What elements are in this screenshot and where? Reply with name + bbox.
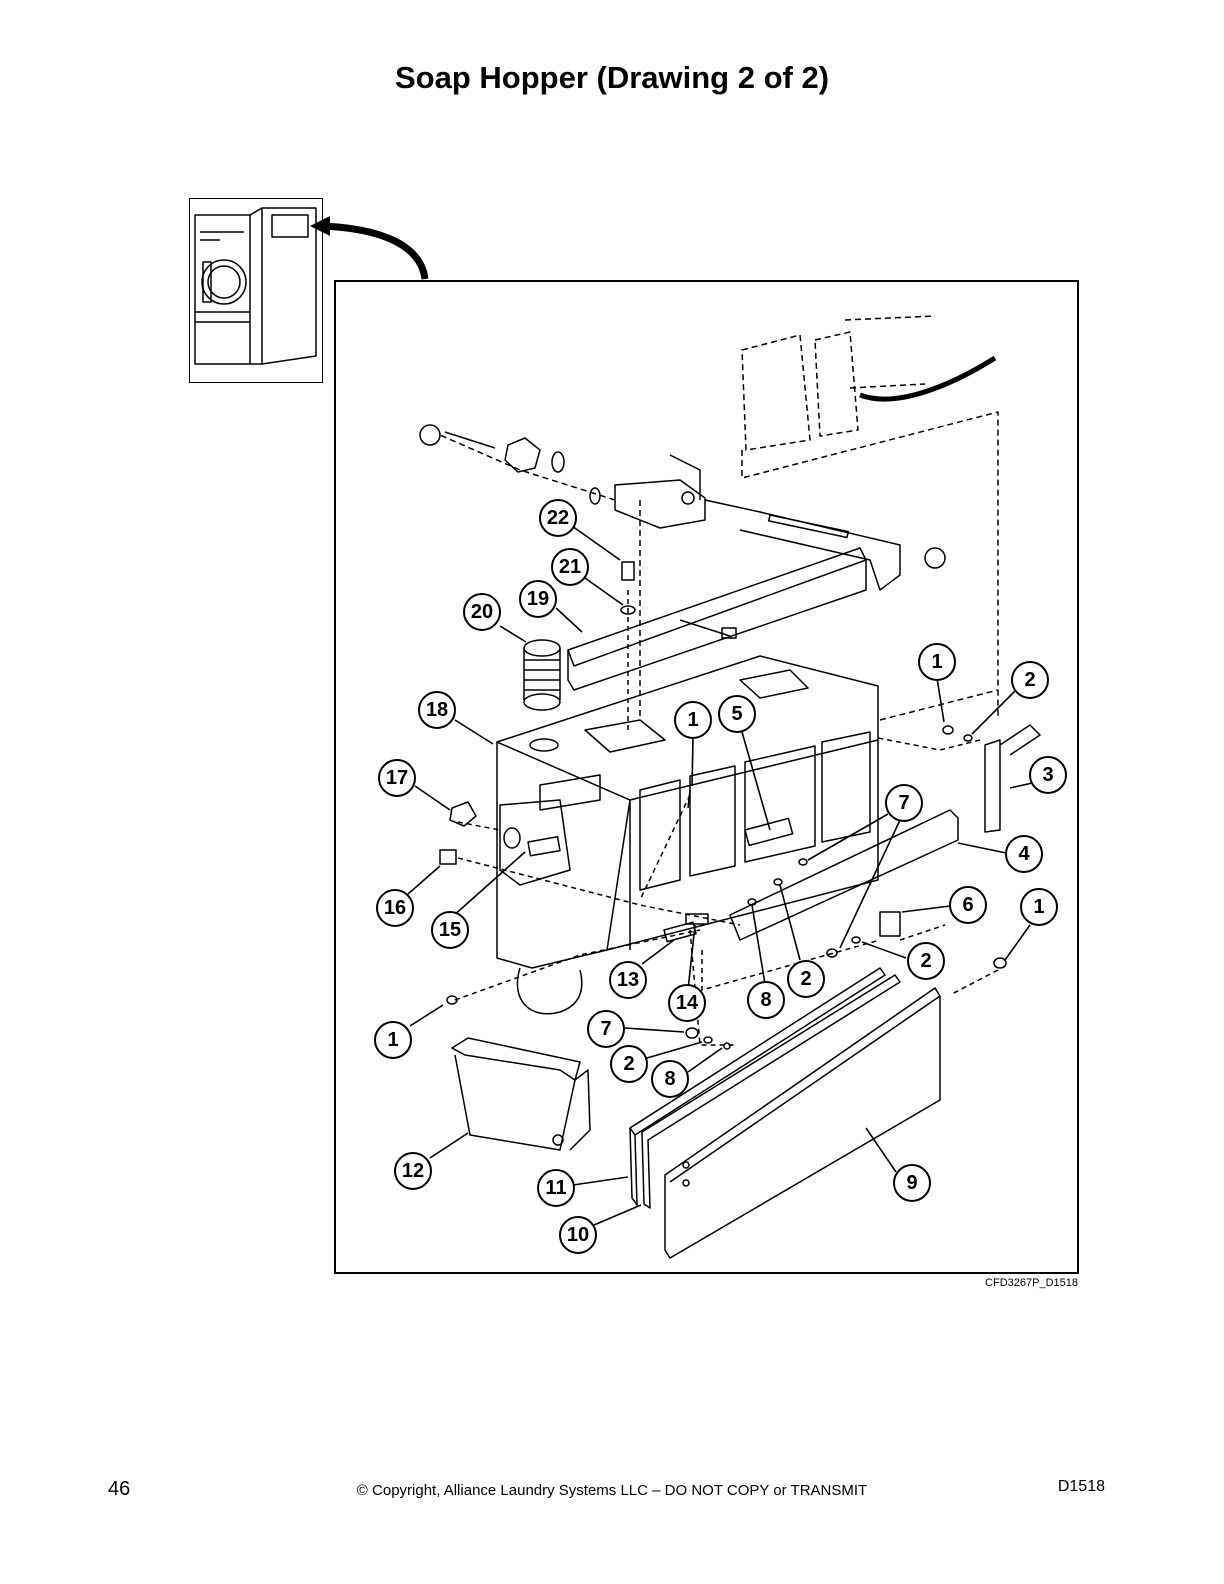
part-6-clip — [879, 911, 901, 937]
callout-label: 1 — [687, 709, 698, 731]
callout-7: 7 — [587, 1010, 625, 1048]
callout-label: 1 — [931, 651, 942, 673]
document-id: D1518 — [1057, 1478, 1105, 1495]
callout-12: 12 — [394, 1152, 432, 1190]
callout-label: 11 — [545, 1177, 566, 1199]
callout-22: 22 — [539, 499, 577, 537]
front-panel-assembly — [629, 967, 941, 1259]
callout-18: 18 — [418, 691, 456, 729]
part-callouts: 22 21 19 20 1 2 18 1 5 3 17 7 4 16 15 6 … — [374, 499, 1067, 1254]
page-title: Soap Hopper (Drawing 2 of 2) — [394, 60, 830, 95]
callout-2: 2 — [787, 960, 825, 998]
callout-5: 5 — [718, 695, 756, 733]
callout-6: 6 — [949, 886, 987, 924]
callout-13: 13 — [609, 961, 647, 999]
callout-label: 16 — [384, 897, 406, 919]
callout-label: 2 — [800, 968, 811, 990]
callout-label: 22 — [547, 507, 569, 529]
callout-3: 3 — [1029, 756, 1067, 794]
callout-21: 21 — [551, 548, 589, 586]
callout-label: 3 — [1042, 764, 1053, 786]
part-20-nozzle — [523, 639, 561, 711]
callout-1: 1 — [374, 1021, 412, 1059]
callout-label: 8 — [664, 1068, 675, 1090]
callout-1: 1 — [674, 701, 712, 739]
machine-locator-inset — [189, 198, 323, 383]
callout-1: 1 — [1020, 888, 1058, 926]
callout-20: 20 — [463, 593, 501, 631]
callout-label: 19 — [527, 588, 549, 610]
callout-label: 7 — [898, 792, 909, 814]
callout-15: 15 — [431, 911, 469, 949]
page-number: 46 — [108, 1478, 131, 1500]
callout-2: 2 — [610, 1045, 648, 1083]
callout-14: 14 — [668, 984, 706, 1022]
callout-label: 8 — [760, 989, 771, 1011]
callout-2: 2 — [907, 942, 945, 980]
part-3-lever — [984, 724, 1041, 833]
dashed-bracket-assembly — [439, 315, 999, 721]
callout-9: 9 — [893, 1164, 931, 1202]
callout-label: 14 — [676, 992, 699, 1014]
drawing-id: CFD3267P_D1518 — [985, 1277, 1078, 1289]
callout-4: 4 — [1005, 835, 1043, 873]
callout-7: 7 — [885, 784, 923, 822]
callout-8: 8 — [747, 981, 785, 1019]
callout-label: 18 — [426, 699, 448, 721]
callout-17: 17 — [378, 759, 416, 797]
part-19-mounting-bar — [567, 547, 867, 691]
callout-label: 2 — [623, 1053, 634, 1075]
callout-label: 2 — [920, 950, 931, 972]
callout-label: 6 — [962, 894, 973, 916]
callout-label: 12 — [402, 1160, 424, 1182]
callout-label: 5 — [731, 703, 742, 725]
callout-label: 13 — [617, 969, 639, 991]
callout-11: 11 — [537, 1169, 575, 1207]
callout-label: 20 — [471, 601, 493, 623]
callout-19: 19 — [519, 580, 557, 618]
part-4-panel — [729, 809, 959, 941]
callout-label: 7 — [600, 1018, 611, 1040]
callout-label: 4 — [1018, 843, 1030, 865]
callout-16: 16 — [376, 889, 414, 927]
callout-1: 1 — [918, 643, 956, 681]
callout-label: 17 — [386, 767, 408, 789]
callout-label: 21 — [559, 556, 581, 578]
callout-label: 1 — [387, 1029, 398, 1051]
callout-label: 9 — [906, 1172, 917, 1194]
hopper-body — [496, 655, 879, 1015]
part-12-bin — [451, 1037, 591, 1151]
callout-8: 8 — [651, 1060, 689, 1098]
callout-10: 10 — [559, 1216, 597, 1254]
callout-label: 2 — [1024, 669, 1035, 691]
shaft-assembly — [419, 424, 946, 591]
washer-extractor-illustration — [194, 207, 317, 365]
callout-label: 1 — [1033, 896, 1044, 918]
exploded-view-frame — [334, 280, 1079, 1274]
callout-label: 15 — [439, 919, 461, 941]
callout-label: 10 — [567, 1224, 589, 1246]
callout-2: 2 — [1011, 661, 1049, 699]
copyright-notice: © Copyright, Alliance Laundry Systems LL… — [356, 1482, 868, 1499]
